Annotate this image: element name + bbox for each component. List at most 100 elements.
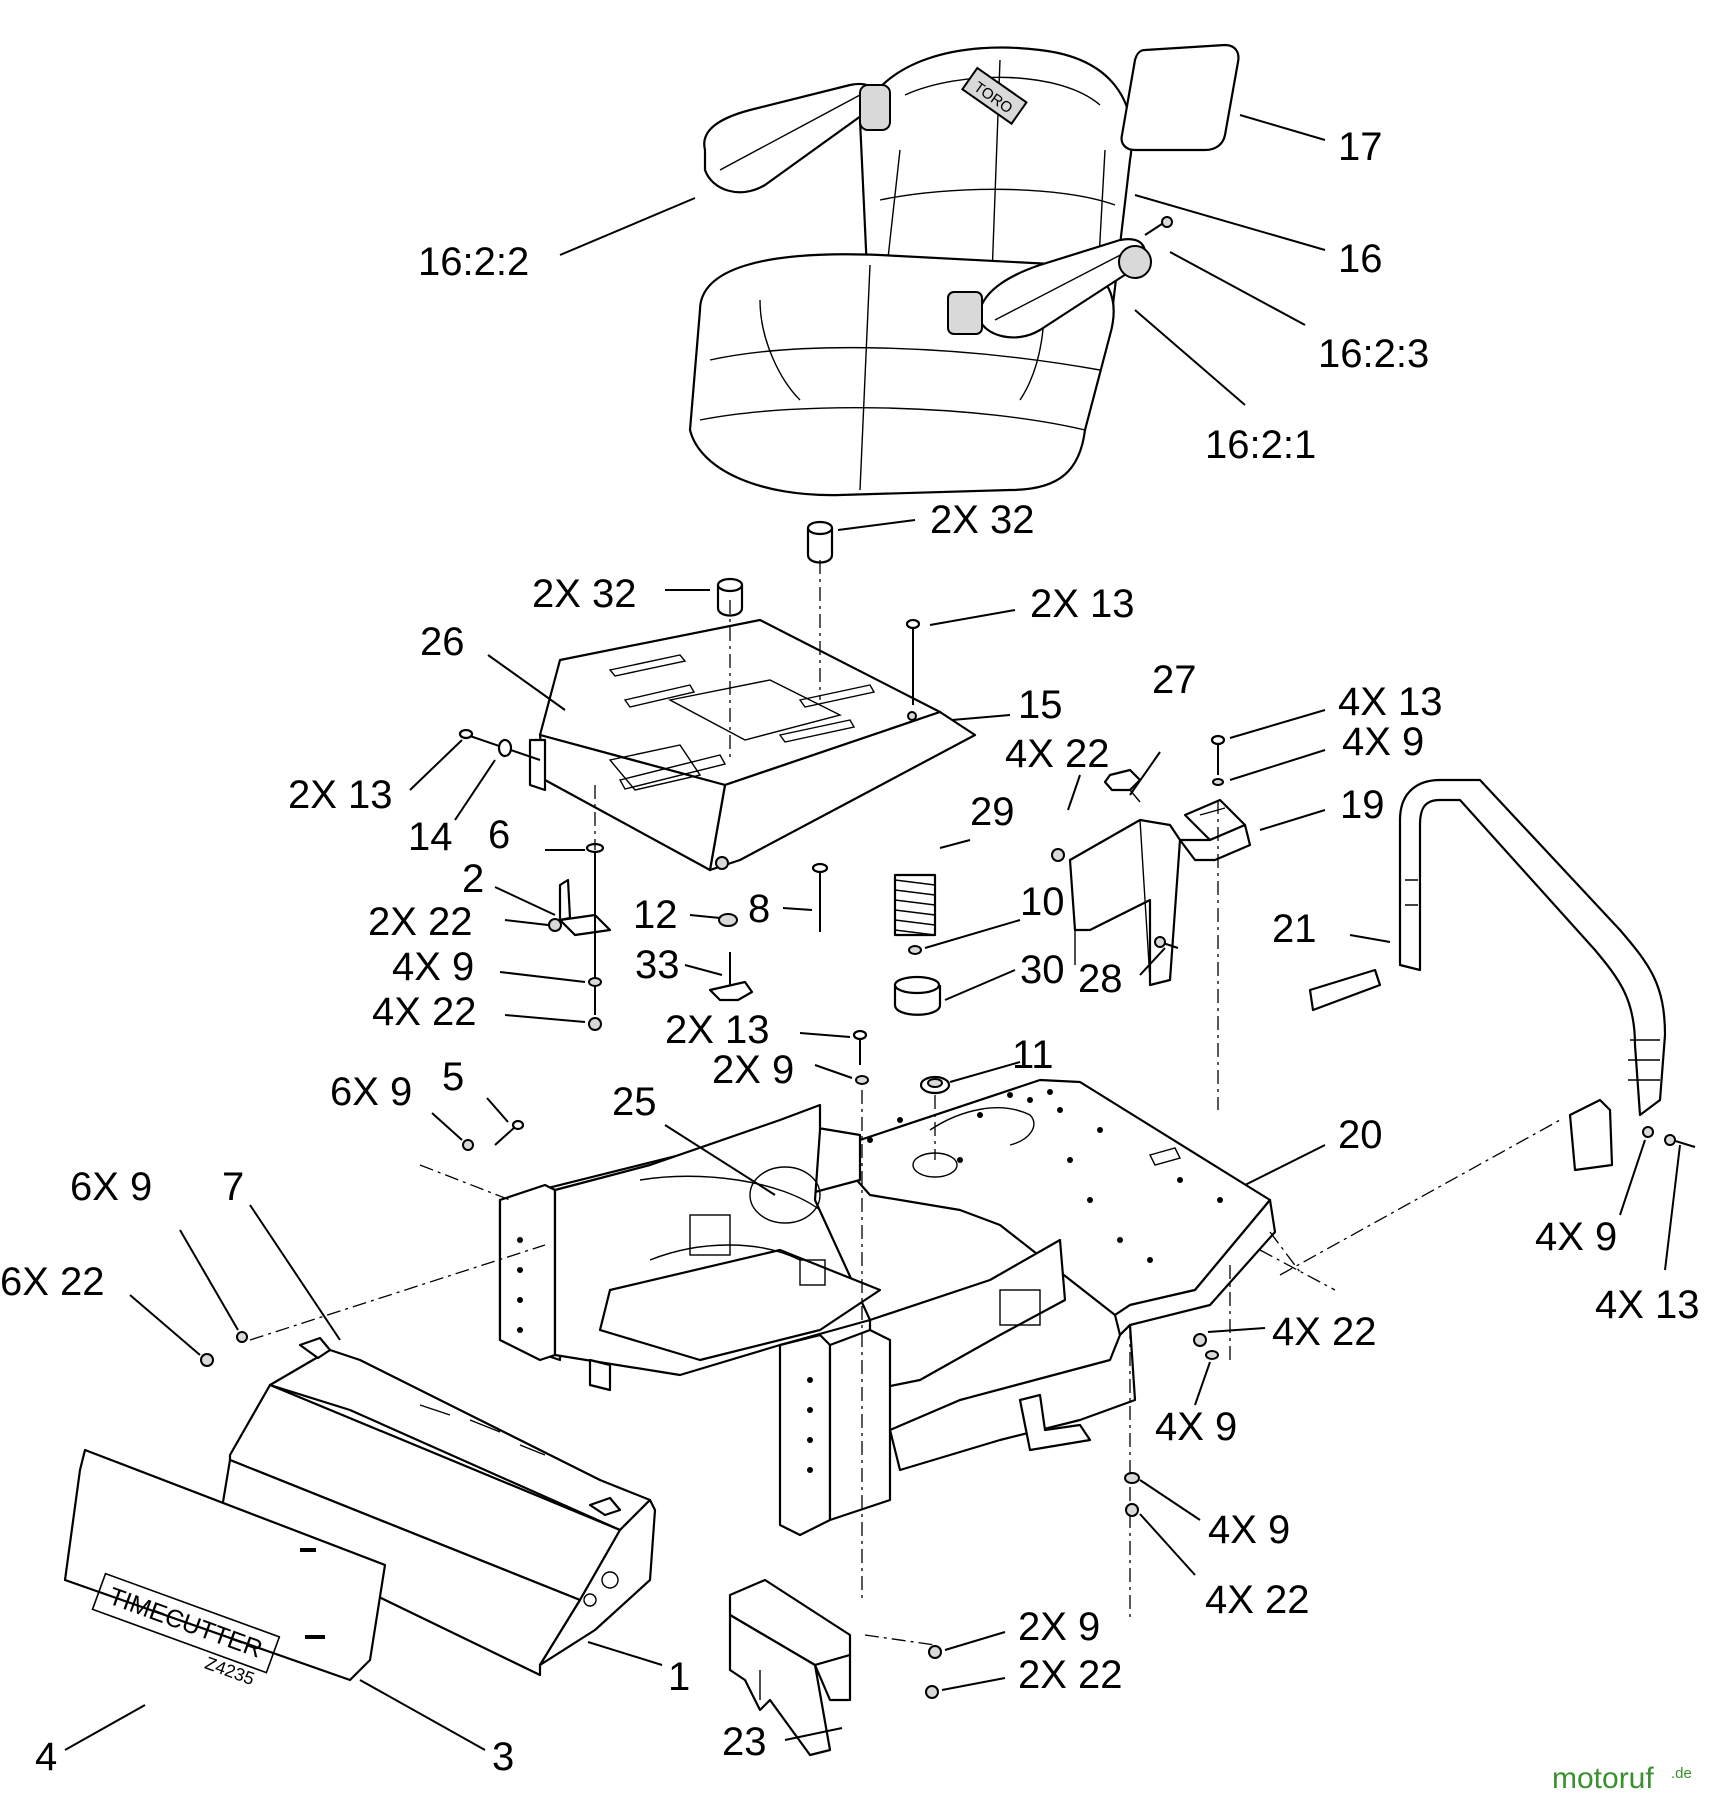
bolt-28	[1154, 936, 1179, 949]
callout-6: 6	[488, 813, 510, 857]
bolt-13-rollbar	[1664, 1134, 1676, 1146]
armrest-pivot-bolt-head	[1118, 245, 1152, 279]
callout-23: 23	[722, 1720, 767, 1764]
nut-22-bracket	[548, 918, 562, 932]
callout-14: 14	[408, 815, 453, 859]
callout-2x13-top: 2X 13	[1030, 582, 1135, 626]
grommet-11	[919, 1075, 951, 1095]
washer-9-rollbar	[1642, 1126, 1654, 1138]
callout-4x22-top: 4X 22	[1005, 732, 1110, 776]
main-frame-20	[498, 1078, 1277, 1537]
callout-30: 30	[1020, 948, 1065, 992]
washer-9-center	[855, 1075, 869, 1085]
nut-22-bracket19	[1051, 848, 1065, 862]
knob-33	[708, 952, 754, 1002]
nut-22-frame	[1193, 1333, 1207, 1347]
callout-6x9-lower: 6X 9	[70, 1165, 152, 1209]
nut-22-bracket23	[925, 1685, 939, 1699]
nut-27	[1103, 768, 1142, 803]
left-armrest-pivot	[859, 84, 891, 131]
bolt-13-top	[905, 618, 921, 705]
washer-10	[908, 945, 922, 955]
armrest-screw	[1144, 216, 1173, 236]
leader-lines	[64, 114, 1681, 1751]
washer-9-bolt5	[462, 1139, 474, 1151]
frame-right-tower	[868, 1238, 1067, 1392]
callout-3: 3	[492, 1735, 514, 1779]
callout-2x9-mid: 2X 9	[712, 1048, 794, 1092]
bolt-13-bracket19	[1210, 734, 1226, 786]
washer-9-console	[236, 1331, 248, 1343]
callout-4: 4	[35, 1735, 57, 1779]
callout-8: 8	[748, 887, 770, 931]
spring-29	[893, 873, 937, 955]
cup-30	[893, 975, 942, 1016]
callout-33: 33	[635, 943, 680, 987]
callout-28: 28	[1078, 957, 1123, 1001]
callout-4x13-right: 4X 13	[1595, 1283, 1700, 1327]
callout-4x9-left: 4X 9	[392, 945, 474, 989]
roll-bar-plate-lower	[1568, 1098, 1614, 1172]
callout-2x9-lower: 2X 9	[1018, 1605, 1100, 1649]
right-armrest-bracket	[947, 291, 983, 335]
washer-14	[497, 738, 513, 758]
seat-assembly: TORO	[688, 43, 1240, 497]
callout-4x13-top: 4X 13	[1338, 680, 1443, 724]
callout-26: 26	[420, 620, 465, 664]
frame-left-tower	[498, 1183, 557, 1362]
callout-15: 15	[1018, 683, 1063, 727]
callout-20: 20	[1338, 1113, 1383, 1157]
bracket-2	[548, 842, 612, 1031]
callout-10: 10	[1020, 880, 1065, 924]
svg-text:motoruf: motoruf	[1552, 1762, 1654, 1795]
callout-21: 21	[1272, 907, 1317, 951]
callout-29: 29	[970, 790, 1015, 834]
washer-9-bracket	[588, 977, 602, 987]
bracket-23	[728, 1578, 942, 1757]
callout-2x32-right: 2X 32	[930, 498, 1035, 542]
callout-4x22-frame: 4X 22	[1272, 1310, 1377, 1354]
callout-labels: 17 16 16:2:2 16:2:3 16:2:1 2X 32 2X 32 2…	[0, 125, 1700, 1779]
callout-2x22-left: 2X 22	[368, 900, 473, 944]
frame-foot-tab	[1018, 1393, 1092, 1452]
callout-16-2-2: 16:2:2	[418, 240, 529, 284]
bolt-13-left	[458, 728, 541, 761]
callout-6x9-upper: 6X 9	[330, 1070, 412, 1114]
callout-2: 2	[462, 857, 484, 901]
roll-bar-tube	[1398, 778, 1667, 1117]
callout-2x13-left: 2X 13	[288, 773, 393, 817]
washer-12	[718, 913, 738, 927]
nut-22-console	[200, 1353, 214, 1367]
console-side	[538, 1498, 657, 1667]
callout-17: 17	[1338, 125, 1383, 169]
bolt-13-center	[852, 1029, 869, 1085]
seat-plate-slots	[608, 654, 876, 791]
spacer-32-right	[806, 520, 834, 564]
callout-11: 11	[1012, 1033, 1054, 1077]
callout-16-2-3: 16:2:3	[1318, 332, 1429, 376]
roll-bar-plate-upper	[1308, 968, 1382, 1012]
seat-decal-17	[1120, 43, 1240, 152]
callout-19: 19	[1340, 783, 1385, 827]
callout-2x13-mid: 2X 13	[665, 1008, 770, 1052]
console-top	[268, 1348, 652, 1532]
bolt-8	[811, 862, 829, 932]
frame-floor	[598, 1248, 882, 1362]
roll-bar-21	[1308, 778, 1696, 1172]
callout-12: 12	[633, 893, 678, 937]
callout-4x9-right: 4X 9	[1535, 1215, 1617, 1259]
callout-2x32-left: 2X 32	[532, 572, 637, 616]
washer-9-lower	[1124, 1472, 1140, 1484]
callout-27: 27	[1152, 658, 1197, 702]
washer-9-frame	[1205, 1350, 1219, 1360]
callout-7: 7	[222, 1165, 244, 1209]
callout-25: 25	[612, 1080, 657, 1124]
callout-4x22-left: 4X 22	[372, 990, 477, 1034]
frame-front-upright	[778, 1333, 832, 1537]
seat-mount-plate	[528, 618, 977, 872]
callout-4x9-frame: 4X 9	[1155, 1405, 1237, 1449]
callout-4x9-lower: 4X 9	[1208, 1508, 1290, 1552]
svg-text:.de: .de	[1671, 1765, 1692, 1782]
washer-9-bracket23	[928, 1645, 942, 1659]
